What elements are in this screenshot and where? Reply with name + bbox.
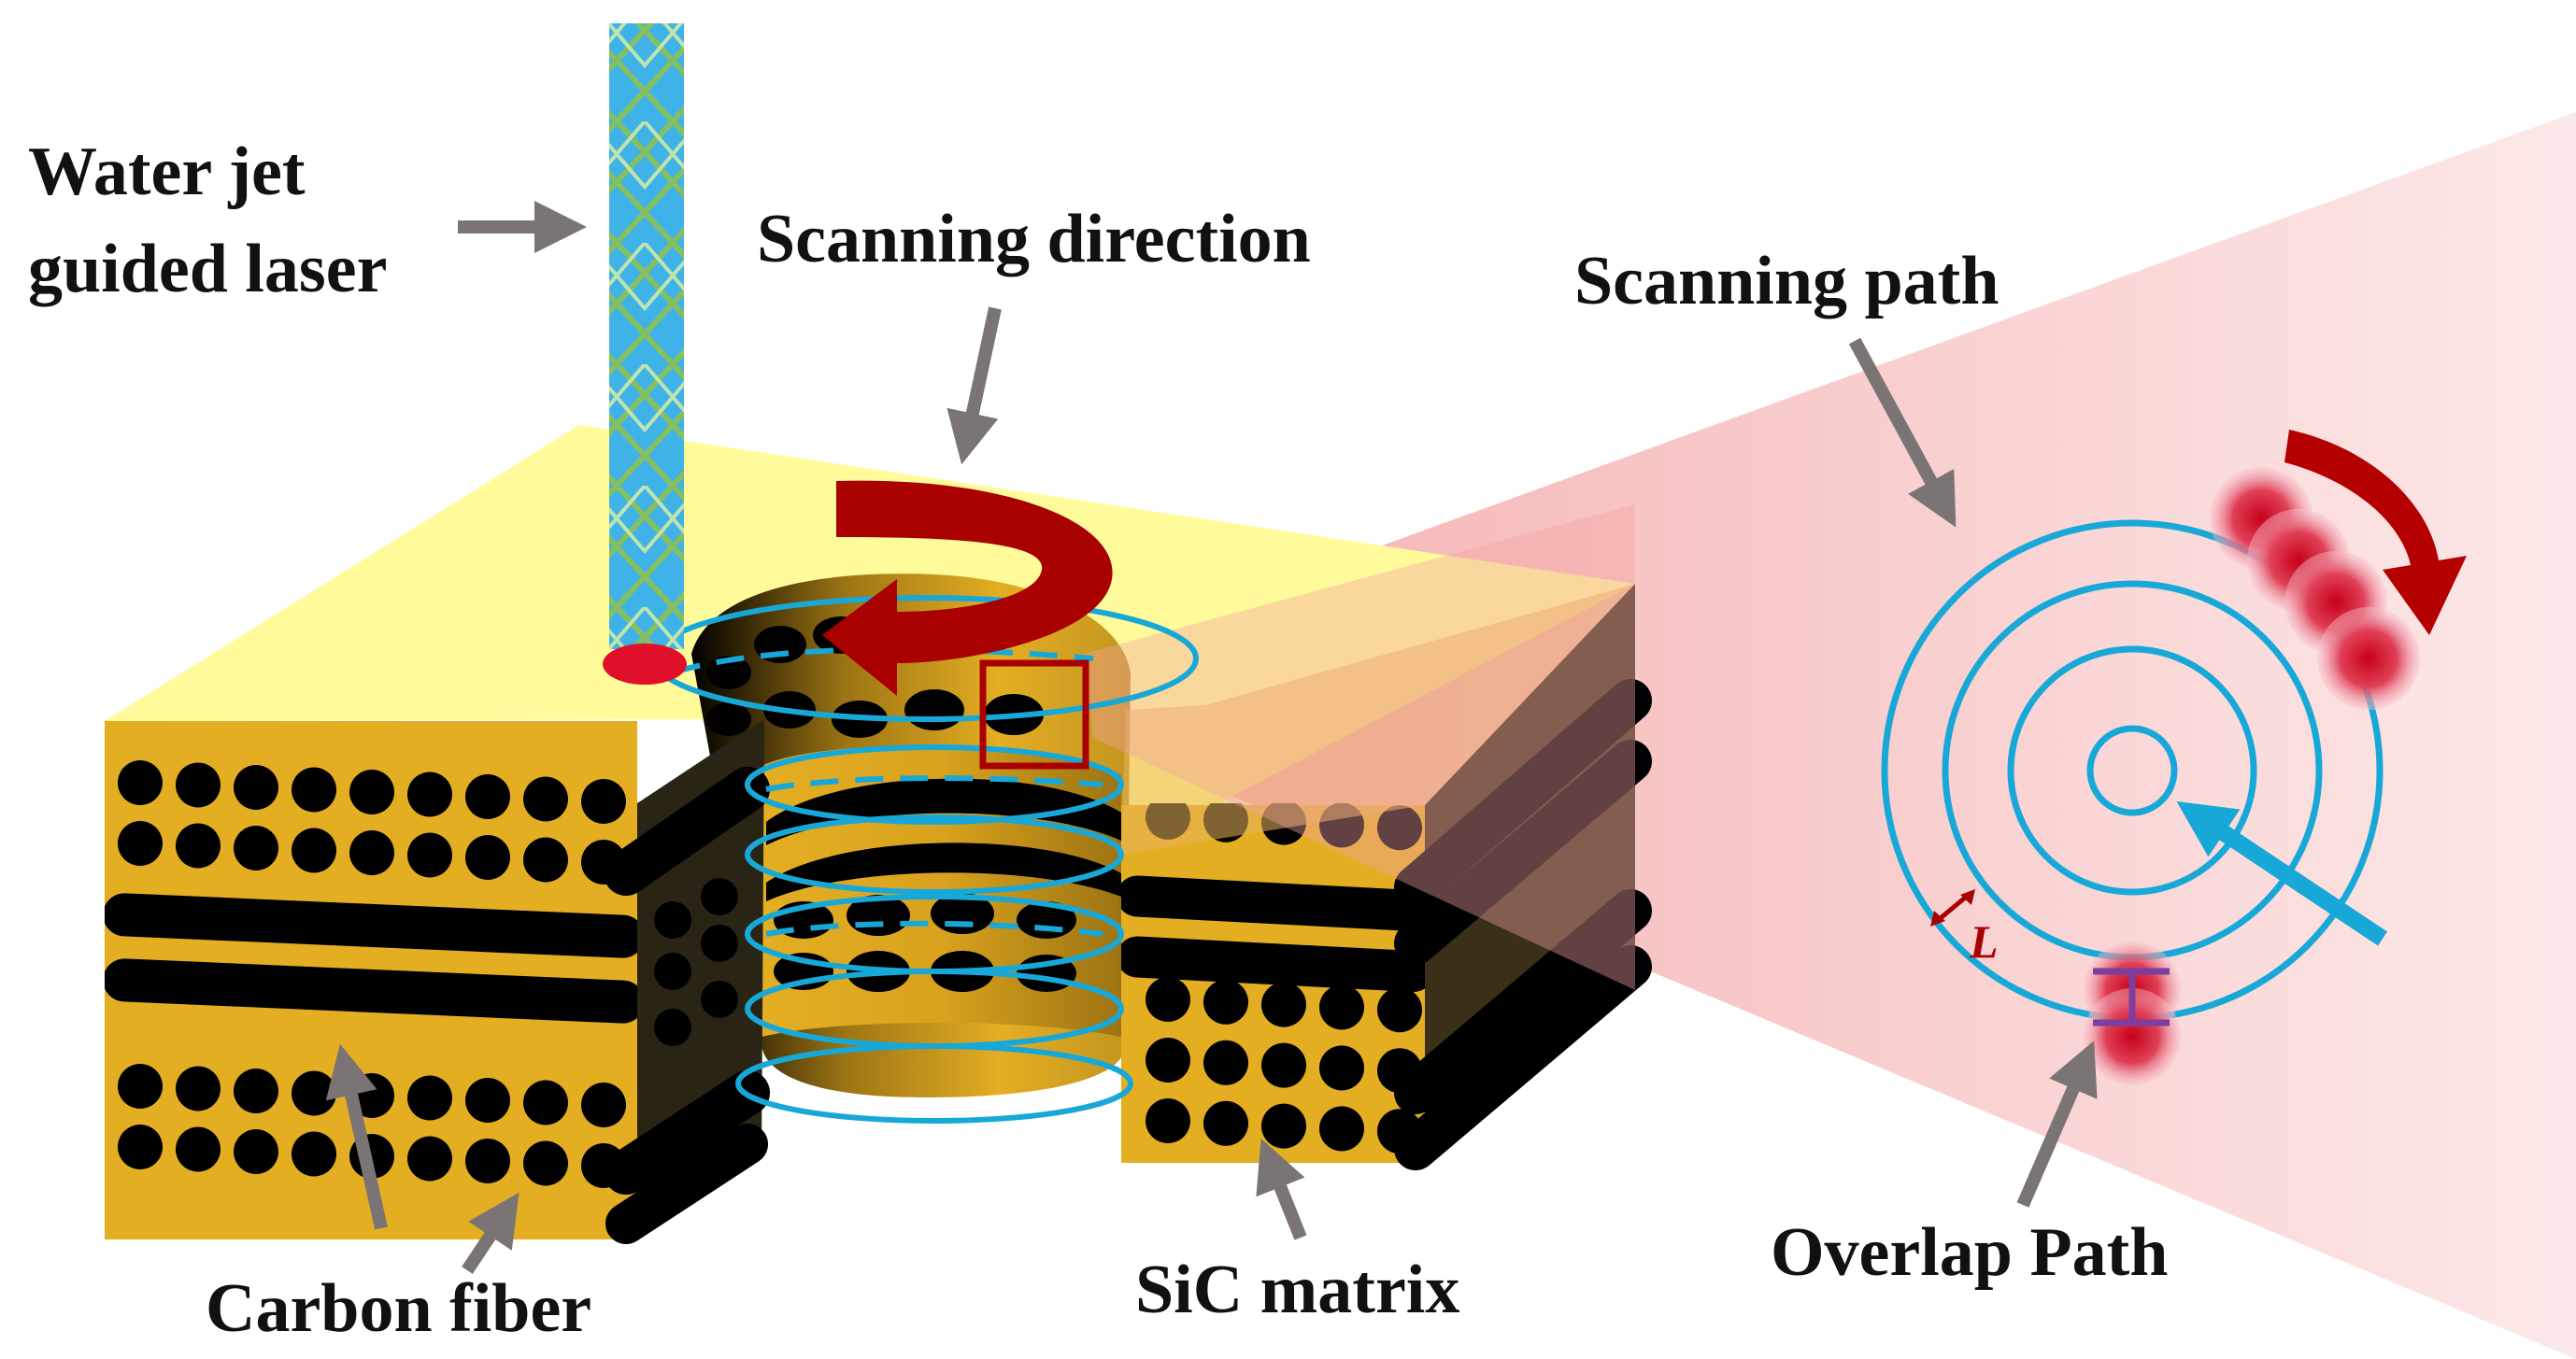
scanning-direction-label: Scanning direction [757,201,1311,277]
fiber-cross-section [1146,1098,1190,1143]
fiber-cross-section [349,770,394,814]
pointer-arrow-icon [462,1192,519,1274]
fiber-cross-section [581,1083,626,1127]
fiber-cross-section [465,1139,510,1183]
pointer-arrow-icon [1848,337,1957,528]
fiber-cross-section [176,762,221,808]
fiber-cross-section [234,1129,278,1174]
fiber-cross-section [523,1140,568,1186]
fiber-cross-section [1261,982,1306,1027]
water-jet-label-line2: guided laser [28,231,387,307]
fiber-cross-section [1146,1038,1190,1083]
fiber-cross-section [234,1069,278,1113]
spacing-arrow-icon [1934,892,1971,924]
laser-spots-sequence [2210,467,2420,710]
fiber-cross-section [1319,1106,1364,1152]
rotation-arrow-icon [822,480,1113,696]
fiber-cross-section [234,765,278,810]
fiber-cross-section [1377,805,1422,851]
right-top-face [1121,584,1635,855]
path-direction-arrow [2176,801,2387,946]
fiber-cross-section [176,1066,221,1111]
fiber-cross-section [407,1075,452,1121]
right-side-fibers [1394,679,1652,1170]
overlap-spots [2084,941,2181,1085]
fiber-cross-section [234,826,278,871]
fiber-cross-section [407,1136,452,1182]
scanning-path-label: Scanning path [1574,243,1999,319]
fiber-cross-section [118,760,163,805]
fiber-cross-section [349,830,394,875]
spot-rotation-arrow-icon [2284,430,2467,635]
fiber-cross-section [176,1126,221,1172]
fiber-cross-section [118,821,163,866]
fiber-cross-section [523,1080,568,1125]
fiber-cross-section [118,1125,163,1169]
pointer-arrows [325,201,2098,1274]
fiber-cross-section [1377,987,1422,1033]
fiber-cross-section [1146,977,1190,1022]
fiber-cross-section [1261,1042,1306,1088]
pointer-arrow-icon [2016,1040,2098,1208]
pointer-arrow-icon [1256,1139,1307,1240]
fiber-cross-section [581,779,626,824]
fiber-cross-section [465,774,510,819]
carbon-fiber-label: Carbon fiber [206,1270,591,1347]
fiber-cross-section [292,1131,336,1177]
fiber-cross-section [118,1064,163,1109]
sic-matrix-label: SiC matrix [1135,1252,1459,1328]
fiber-cross-section [465,835,510,880]
overlap-path-label: Overlap Path [1771,1214,2168,1291]
spacing-arrow-heads [1930,889,1975,927]
zoom-overlay [1084,504,1635,990]
fiber-cross-section [292,1070,336,1116]
pointer-arrow-icon [946,306,1002,465]
fiber-cross-section [1203,1040,1248,1085]
fiber-cross-section [1319,984,1364,1030]
fiber-cross-section [523,776,568,822]
zoom-projection [1084,112,2576,1359]
zoom-region-marker [979,659,1089,770]
fiber-cross-section [407,772,452,817]
fiber-cross-section [1203,1100,1248,1146]
pointer-arrow-icon [325,1043,388,1230]
water-jet-pattern [609,23,684,649]
fiber-cross-section [1319,1045,1364,1091]
fiber-cross-section [465,1078,510,1123]
fiber-cross-section [176,823,221,869]
fiber-cross-section [523,837,568,883]
fiber-cross-section [407,832,452,878]
laser-spot-icon [603,644,687,685]
fiber-cross-section [292,828,336,873]
fiber-cross-section [1203,979,1248,1025]
water-jet-label-line1: Water jet [28,134,306,210]
fiber-cross-section [1261,1103,1306,1149]
spacing-label: L [1969,915,1999,968]
left-side-fibers [604,767,770,1244]
fiber-cross-section [292,767,336,813]
